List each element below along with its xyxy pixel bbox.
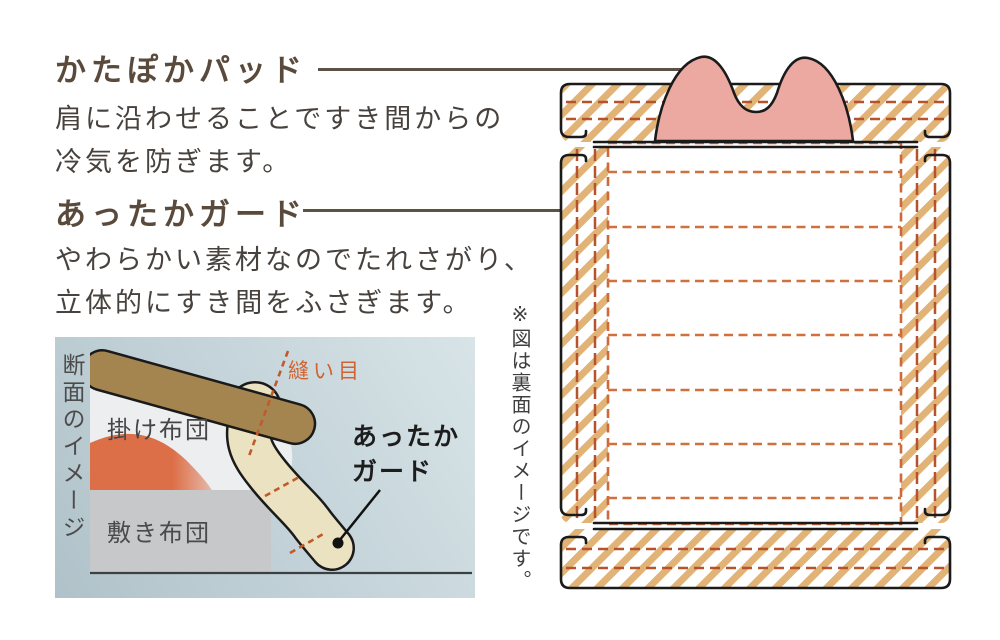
feature-2-desc-line1: やわらかい素材なのでたれさがり、 xyxy=(55,245,534,275)
bottom-band-fill xyxy=(561,529,950,588)
cross-section-side-label: 断面のイメージ xyxy=(59,353,85,542)
feature-1-desc-line2: 冷気を防ぎます。 xyxy=(55,147,293,177)
comforter-label: 掛け布団 xyxy=(107,417,211,444)
warmth-shape xyxy=(90,433,213,492)
feature-1-title: かたぽかパッド xyxy=(55,53,307,88)
comforter-edge-band xyxy=(90,349,317,446)
futon-back-diagram xyxy=(559,55,952,590)
feature-2-desc-line2: 立体的にすき間をふさぎます。 xyxy=(55,288,473,318)
cross-section-illustration: 掛け布団 敷き布団 縫い目 あったか ガード xyxy=(55,337,475,598)
mattress-shape xyxy=(90,490,271,573)
guard-pointer-dot xyxy=(332,537,344,549)
guard-label-line2: ガード xyxy=(352,458,433,486)
seam-label: 縫い目 xyxy=(288,360,363,383)
futon-outlines xyxy=(559,82,952,590)
feature-1-leader-line xyxy=(318,68,707,71)
feature-2-title: あったかガード xyxy=(55,197,307,232)
shoulder-pad-shape xyxy=(653,55,855,143)
side-strip-stitch-lines xyxy=(575,149,937,521)
back-view-note: ※図は裏面のイメージです。 xyxy=(508,302,530,592)
side-hatch-strips xyxy=(561,147,950,523)
feature-2-leader-line xyxy=(303,209,585,212)
horizontal-stitch-lines xyxy=(608,170,901,500)
mattress-label: 敷き布団 xyxy=(107,520,211,547)
seam-dashed-lines xyxy=(247,350,326,555)
feature-1-desc-line1: 肩に沿わせることですき間からの xyxy=(55,104,505,134)
guard-label-line1: あったか xyxy=(352,423,460,451)
guard-pointer-line xyxy=(338,489,381,542)
